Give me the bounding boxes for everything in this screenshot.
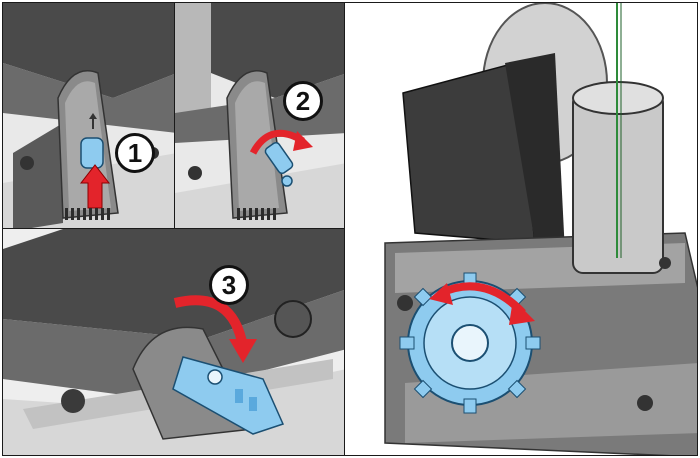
double-curved-arrow-icon [429,282,535,325]
step-3-badge: 3 [209,265,249,305]
step-3-illustration [3,229,345,455]
release-lever [80,137,104,169]
step-1-badge: 1 [115,133,155,173]
arrow-up-icon [79,164,111,209]
step-2-badge: 2 [283,81,323,121]
blue-gear [399,272,541,414]
panel-step-3: 3 [2,228,346,456]
gear-illustration [345,3,697,455]
release-handle [172,356,285,435]
release-key [264,141,294,187]
curved-arrow-icon [249,129,313,155]
curved-arrow-icon [173,295,257,363]
panel-step-1: 1 [2,2,176,230]
step-1-illustration [3,3,175,229]
panel-gear-rotation [344,2,698,456]
panel-step-2: 2 [174,2,346,230]
step-2-illustration [175,3,345,229]
